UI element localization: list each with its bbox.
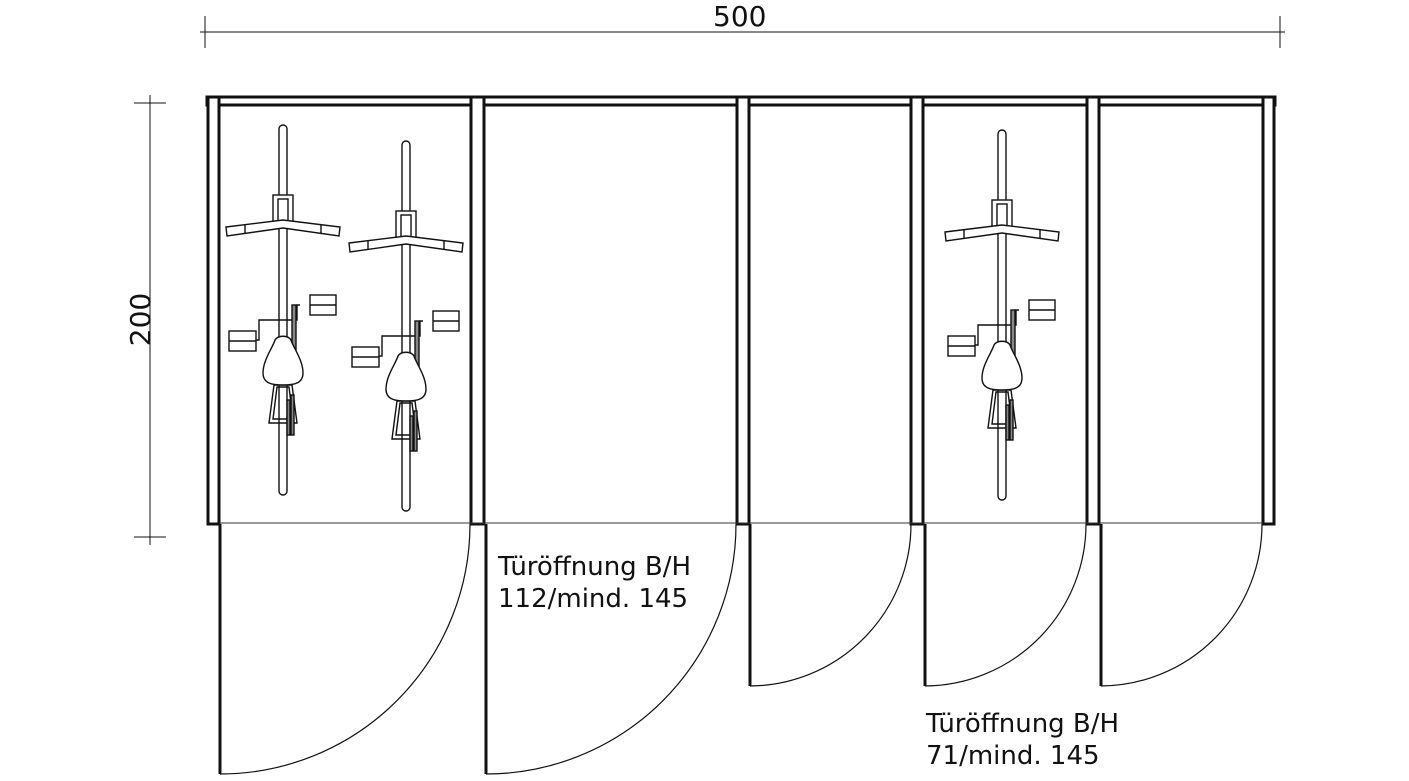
door-opening-size: 112/mind. 145 [498,584,689,614]
width-label: 500 [713,0,767,33]
doors [218,523,1263,775]
door-5 [1099,523,1263,687]
door-opening-title: Türöffnung B/H [498,552,692,582]
bicycle-icon [225,124,341,496]
depth-dimension-line [134,95,166,545]
width-dimension-line [200,16,1285,48]
bicycle-icon [944,129,1060,501]
door-1 [218,523,471,775]
bicycle-icon [348,140,464,512]
door-opening-title: Türöffnung B/H [926,709,1120,739]
depth-label: 200 [124,292,158,347]
door-4 [923,523,1087,687]
door-opening-size: 71/mind. 145 [926,741,1100,771]
door-opening-label-small: Türöffnung B/H 71/mind. 145 [926,708,1119,772]
partitions [206,95,1276,526]
door-opening-label-large: Türöffnung B/H 112/mind. 145 [498,551,691,615]
door-3 [748,523,912,687]
door-2 [484,523,737,775]
